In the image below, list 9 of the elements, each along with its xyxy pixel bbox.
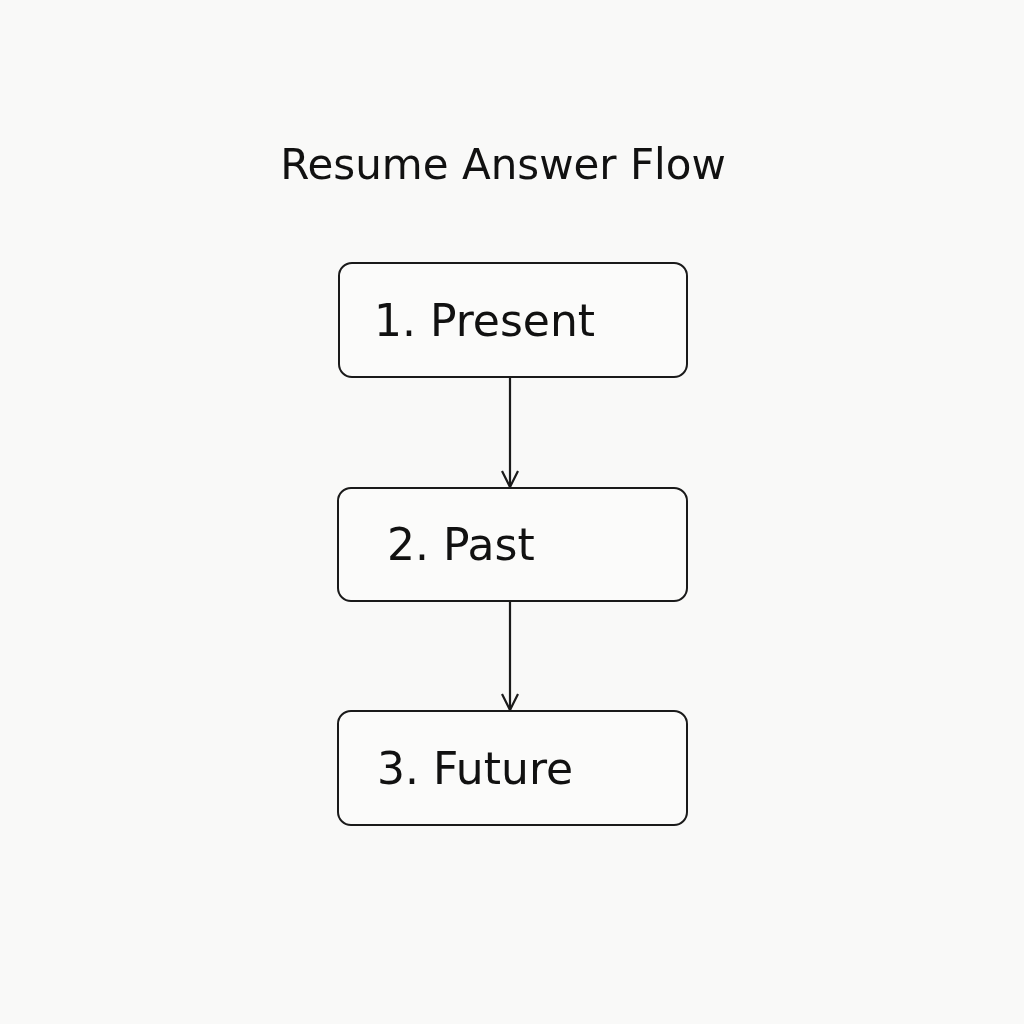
diagram-title: Resume Answer Flow: [279, 140, 727, 189]
process-box: [337, 487, 688, 602]
step-label: 1. Present: [374, 294, 596, 346]
step-label: 3. Future: [377, 742, 574, 794]
process-box: [337, 710, 688, 826]
step-label: 2. Past: [387, 519, 535, 570]
arrow: [500, 378, 520, 489]
process-box: [338, 262, 688, 378]
arrow: [500, 602, 520, 712]
